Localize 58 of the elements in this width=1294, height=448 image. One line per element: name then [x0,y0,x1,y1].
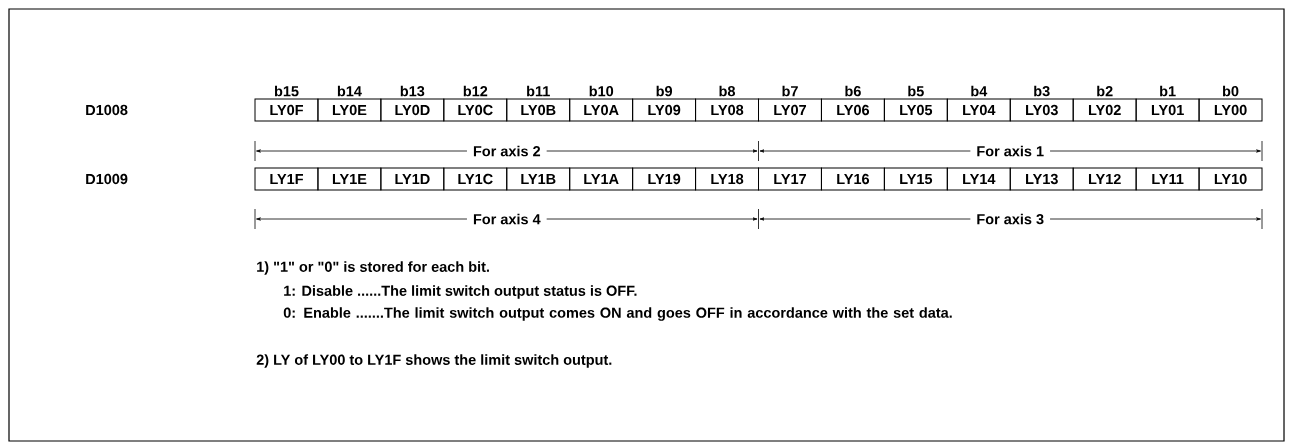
register-cell: LY10 [1198,167,1263,191]
bit-label: b9 [656,85,673,97]
dimension-label: For axis 3 [970,211,1051,227]
register-label: D1008 [86,104,128,116]
register-cell: LY01 [1135,98,1200,122]
register-cell: LY12 [1072,167,1137,191]
register-cell: LY0C [443,98,508,122]
note: 2) LY of LY00 to LY1F shows the limit switch output. [256,354,612,368]
register-cell: LY08 [695,98,759,122]
register-cell: LY0A [569,98,634,122]
register-cell: LY1D [380,167,445,191]
register-cell: LY17 [758,167,822,191]
register-cell: LY1B [506,167,571,191]
register-cell: LY13 [1009,167,1074,191]
register-cell: LY16 [820,167,885,191]
bit-label: b7 [782,85,798,97]
register-cell: LY05 [883,98,948,122]
note: 1: Disable ......The limit switch output status is OFF. [284,285,637,299]
register-cell: LY0E [317,98,382,122]
bit-label: b2 [1097,85,1113,97]
bit-label: b11 [527,85,550,97]
register-cell: LY0B [506,98,571,122]
register-cell: LY15 [883,167,948,191]
register-cell: LY14 [946,167,1011,191]
bit-label: b15 [274,85,299,97]
register-cell: LY02 [1072,98,1137,122]
note: 1) "1" or "0" is stored for each bit. [257,261,489,275]
bit-label: b14 [337,85,362,97]
dimension-label: For axis 2 [466,143,547,159]
register-label: D1009 [86,173,128,185]
register-cell: LY04 [946,98,1011,122]
bit-label: b5 [908,85,924,97]
bit-label: b4 [971,85,988,97]
register-cell: LY11 [1135,167,1200,191]
dimension-label: For axis 1 [970,143,1051,159]
register-cell: LY0D [380,98,445,122]
bit-label: b12 [463,85,488,97]
register-cell: LY09 [632,98,697,122]
register-cell: LY1F [254,167,319,191]
note: 0: Enable .......The limit switch output comes ON and goes OFF in accordance with the set data. [283,307,952,321]
bit-label: b10 [589,85,614,97]
bit-label: b3 [1034,85,1050,97]
register-cell: LY0F [254,98,319,122]
register-cell: LY07 [758,98,822,122]
bit-label: b0 [1223,85,1239,97]
register-cell: LY00 [1198,98,1263,122]
register-cell: LY03 [1009,98,1074,122]
bit-label: b13 [400,85,425,97]
bit-label: b6 [845,85,861,97]
register-cell: LY1C [443,167,508,191]
bit-label: b1 [1160,85,1176,97]
register-cell: LY06 [820,98,885,122]
register-cell: LY18 [695,167,759,191]
register-cell: LY19 [632,167,697,191]
dimension-label: For axis 4 [466,211,547,227]
bit-label: b8 [719,85,736,97]
register-cell: LY1A [569,167,634,191]
register-cell: LY1E [317,167,382,191]
